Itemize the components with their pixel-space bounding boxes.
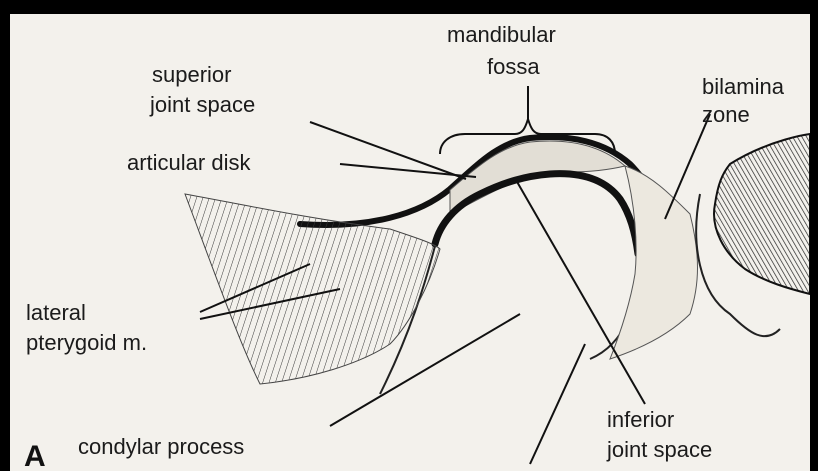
- leader-bilaminar-zone: [665, 114, 710, 219]
- leader-articular-disk: [340, 164, 476, 177]
- ear-canal: [714, 134, 810, 294]
- label-lateral-pterygoid-2: pterygoid m.: [26, 330, 147, 356]
- lateral-pterygoid-muscle: [185, 194, 440, 384]
- label-superior-joint-space-1: superior: [152, 62, 231, 88]
- label-superior-joint-space-2: joint space: [150, 92, 255, 118]
- leader-superior-joint-space: [310, 122, 466, 179]
- label-mandibular-fossa-2: fossa: [487, 54, 540, 80]
- label-bilaminar-zone-1: bilamina: [702, 74, 784, 100]
- label-lateral-pterygoid-1: lateral: [26, 300, 86, 326]
- leader-bottom: [530, 344, 585, 464]
- bilaminar-zone: [610, 166, 698, 359]
- label-bilaminar-zone-2: zone: [702, 102, 750, 128]
- tmj-diagram: [10, 14, 810, 471]
- label-mandibular-fossa-1: mandibular: [447, 22, 556, 48]
- label-inferior-joint-space-1: inferior: [607, 407, 674, 433]
- figure-paper: mandibular fossa superior joint space ar…: [10, 14, 810, 471]
- label-condylar-process: condylar process: [78, 434, 244, 460]
- label-articular-disk: articular disk: [127, 150, 250, 176]
- panel-letter: A: [24, 440, 46, 471]
- label-inferior-joint-space-2: joint space: [607, 437, 712, 463]
